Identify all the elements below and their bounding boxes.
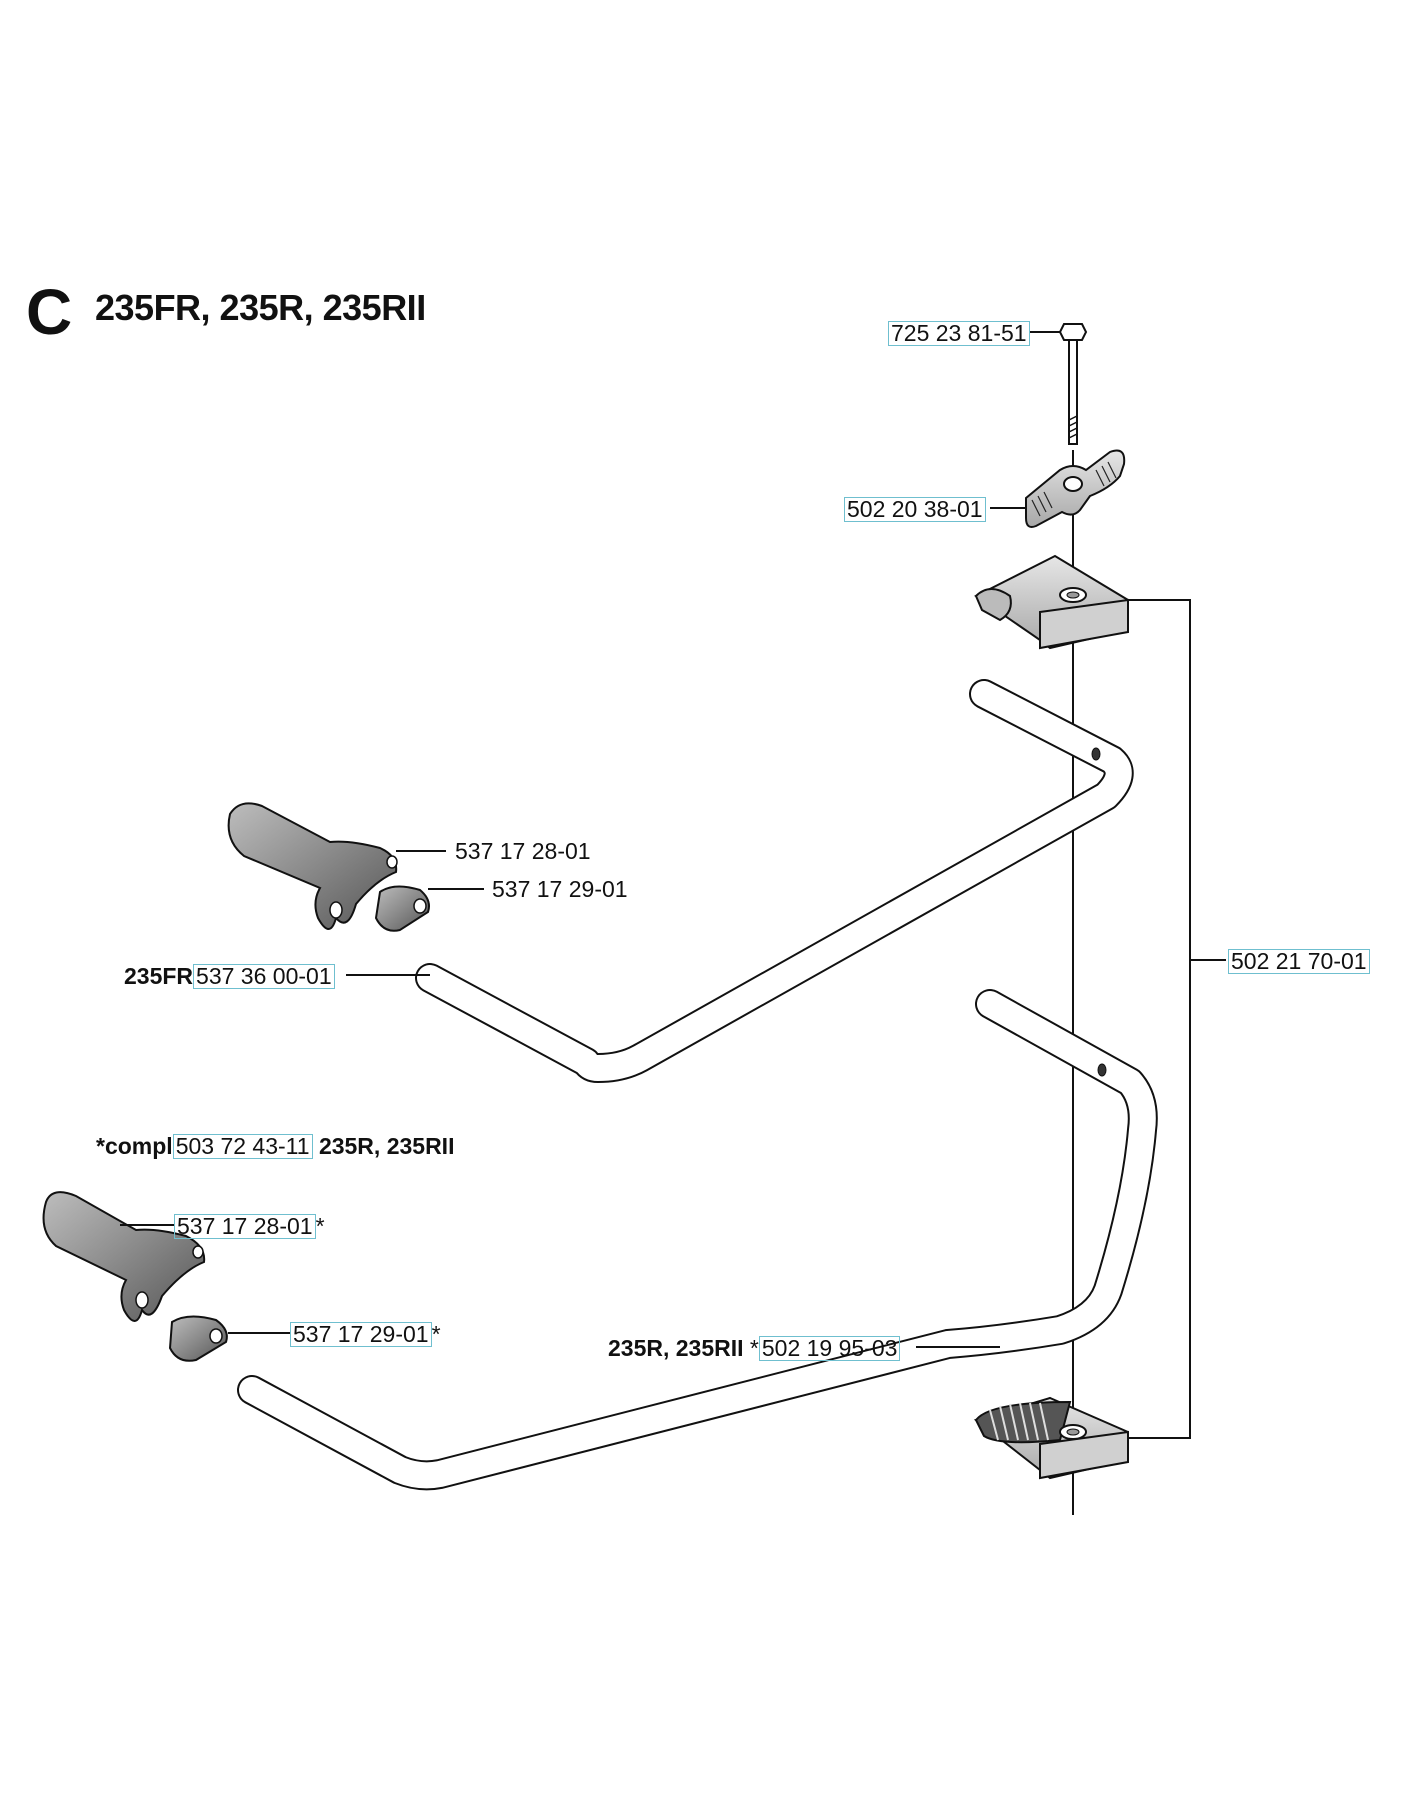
handlebar-r-part	[237, 989, 1158, 1491]
part-number-handlebar-r[interactable]: 502 19 95-03	[758, 1336, 901, 1361]
handlebar-fr-part	[415, 679, 1134, 1083]
lower-clip-part	[168, 1315, 228, 1362]
wing-nut-part	[1025, 449, 1126, 528]
part-number-bolt[interactable]: 725 23 81-51	[888, 321, 1030, 346]
part-number-handlebar-fr[interactable]: 537 36 00-01	[193, 964, 335, 989]
model-prefix-fr: 235FR	[124, 963, 194, 989]
upper-clamp-part	[974, 554, 1129, 650]
label-clip-upper: 537 17 29-01	[492, 878, 628, 901]
clamp-set-bracket	[1128, 599, 1226, 1439]
label-clip-lower: 537 17 29-01*	[290, 1322, 441, 1347]
section-title: 235FR, 235R, 235RII	[95, 287, 426, 328]
lower-clamp-part	[973, 1396, 1129, 1480]
bolt-part	[1058, 323, 1088, 445]
compl-prefix: *compl	[96, 1133, 173, 1159]
part-number-handle-upper[interactable]: 537 17 28-01	[455, 838, 591, 864]
part-number-clip-lower[interactable]: 537 17 29-01	[290, 1322, 432, 1347]
section-letter: C	[26, 276, 73, 348]
label-wing-nut: 502 20 38-01	[844, 497, 986, 522]
compl-models: 235R, 235RII	[318, 1133, 455, 1159]
part-number-clip-upper[interactable]: 537 17 29-01	[492, 876, 628, 902]
label-handlebar-r: 235R, 235RII *502 19 95-03	[608, 1335, 901, 1361]
part-number-handle-lower[interactable]: 537 17 28-01	[174, 1214, 316, 1239]
part-number-wing-nut[interactable]: 502 20 38-01	[844, 497, 986, 522]
lower-grip-part	[42, 1191, 206, 1322]
label-handle-upper: 537 17 28-01	[455, 840, 591, 863]
model-prefix-r: 235R, 235RII	[608, 1335, 744, 1361]
clip-lower-suffix: *	[431, 1321, 441, 1347]
part-number-clamp-set[interactable]: 502 21 70-01	[1228, 949, 1370, 974]
upper-grip-part	[227, 802, 398, 930]
part-number-compl-kit[interactable]: 503 72 43-11	[172, 1134, 313, 1159]
handle-lower-suffix: *	[315, 1213, 325, 1239]
label-bolt: 725 23 81-51	[888, 321, 1030, 346]
label-handle-lower: 537 17 28-01*	[174, 1214, 325, 1239]
label-clamp-set: 502 21 70-01	[1228, 949, 1370, 974]
handlebar-r-star: *	[749, 1335, 759, 1361]
upper-clip-part	[374, 885, 430, 932]
